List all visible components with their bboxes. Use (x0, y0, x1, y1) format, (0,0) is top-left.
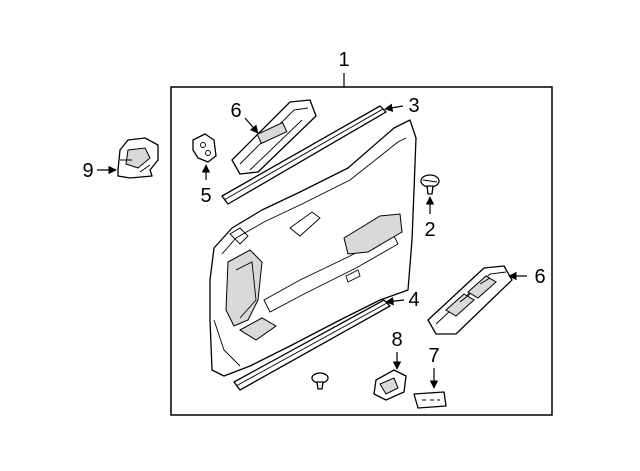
assembly-frame (170, 86, 553, 416)
callout-3: 3 (408, 95, 419, 117)
part-6-upper-switch (231, 99, 317, 175)
part-2-screw (420, 174, 440, 195)
leader-6-upper (244, 117, 259, 134)
leader-3 (384, 103, 404, 112)
part-3-weatherstrip (221, 105, 387, 205)
part-7-switch-module (413, 391, 447, 409)
part-6-lower-switch (427, 265, 513, 335)
callout-2: 2 (424, 219, 435, 241)
callout-4: 4 (408, 289, 419, 311)
callout-7: 7 (428, 345, 439, 367)
callout-8: 8 (391, 329, 402, 351)
callout-5: 5 (200, 185, 211, 207)
lower-screw (311, 372, 329, 390)
part-1-door-panel (209, 119, 417, 377)
part-9-clip (117, 137, 159, 179)
part-5-bracket (192, 133, 217, 163)
leader-4 (385, 296, 405, 306)
callout-9: 9 (82, 160, 93, 182)
part-4-lower-strip (233, 299, 391, 391)
callout-6-upper: 6 (230, 100, 241, 122)
callout-6-lower: 6 (534, 266, 545, 288)
callout-1: 1 (338, 49, 349, 71)
part-8-connector (373, 369, 407, 401)
